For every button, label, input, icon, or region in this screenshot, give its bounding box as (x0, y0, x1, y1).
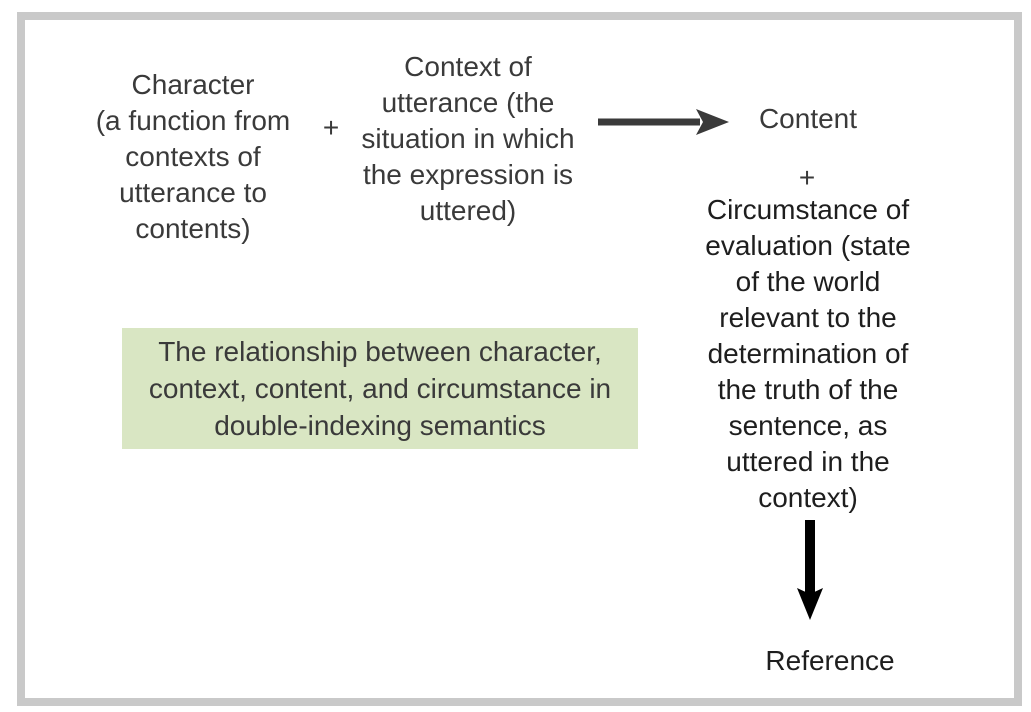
plus-operator-right: + (798, 162, 816, 193)
character-block: Character (a function from contexts of u… (95, 69, 291, 244)
circumstance-of-evaluation-block: Circumstance of evaluation (state of the… (705, 194, 911, 513)
context-of-utterance-block: Context of utterance (the situation in w… (361, 51, 575, 226)
caption-box: The relationship between character, cont… (122, 328, 638, 449)
down-arrow-icon (797, 520, 823, 620)
plus-operator-left: + (322, 112, 340, 143)
right-arrow-icon (598, 109, 729, 135)
caption-text: The relationship between character, cont… (148, 336, 612, 441)
content-label: Content (758, 103, 858, 134)
reference-label: Reference (765, 645, 895, 676)
